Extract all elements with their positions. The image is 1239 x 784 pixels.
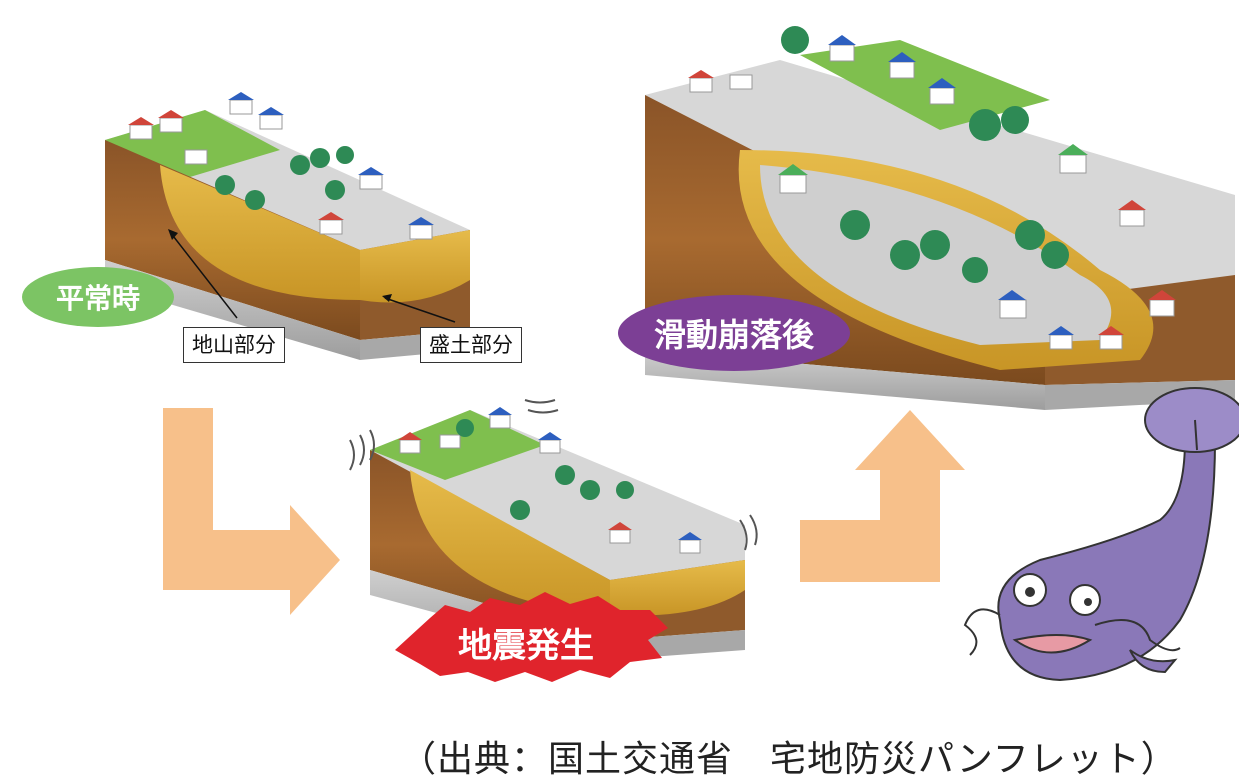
label-after-collapse: 滑動崩落後 xyxy=(618,295,850,371)
block-normal xyxy=(105,92,470,360)
earthquake-burst xyxy=(395,592,668,682)
label-normal: 平常時 xyxy=(22,267,174,327)
arrow-down-right xyxy=(163,408,340,615)
block-after-collapse xyxy=(645,26,1235,410)
label-earthquake: 地震発生 xyxy=(458,626,594,666)
label-fill-ground: 盛土部分 xyxy=(420,327,522,363)
arrow-right-up xyxy=(800,410,965,582)
label-natural-ground: 地山部分 xyxy=(183,327,285,363)
source-caption: （出典：国土交通省 宅地防災パンフレット） xyxy=(400,739,1178,780)
catfish-mascot-icon xyxy=(963,387,1239,682)
